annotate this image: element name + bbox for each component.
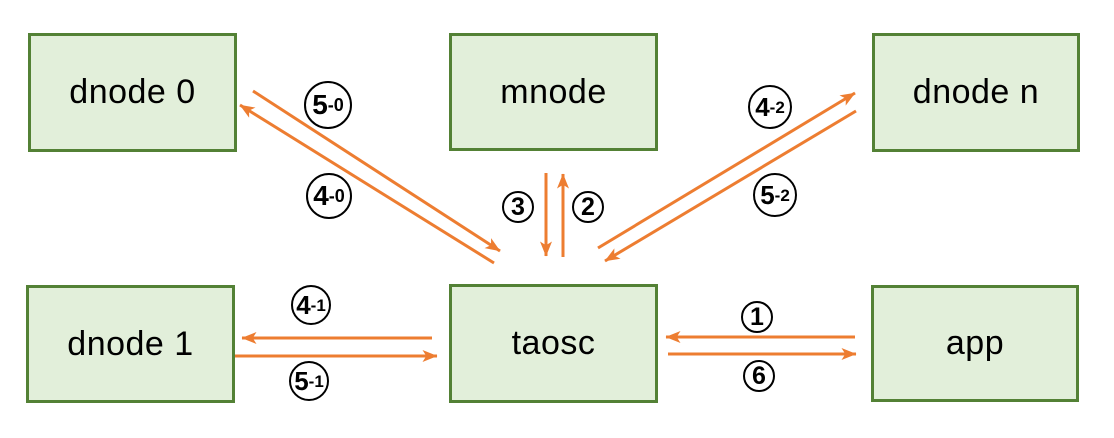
- node-dnode-1: dnode 1: [26, 285, 235, 403]
- node-dnode-n: dnode n: [872, 33, 1080, 152]
- arrow-dnoden-to-taosc: [604, 109, 857, 263]
- edge-label-5-0: 5-0: [304, 81, 352, 129]
- edge-label-4-0: 4-0: [306, 173, 352, 219]
- arrow-taosc-to-dnoden: [597, 91, 856, 250]
- node-dnode-0: dnode 0: [28, 33, 237, 152]
- node-dnode-0-label: dnode 0: [69, 73, 196, 111]
- arrow-taosc-to-dnode0: [239, 103, 495, 265]
- edge-label-6-main: 6: [752, 361, 766, 390]
- edge-label-5-1-main: 5: [294, 366, 309, 396]
- arrow-dnode0-to-taosc: [252, 89, 501, 253]
- edge-label-2: 2: [572, 191, 604, 223]
- edge-label-5-2: 5-2: [753, 173, 797, 217]
- node-taosc-label: taosc: [511, 324, 596, 362]
- edge-label-5-2-main: 5: [760, 180, 775, 210]
- node-mnode-label: mnode: [500, 72, 607, 111]
- edge-label-4-1: 4-1: [291, 285, 331, 325]
- edge-label-4-0-suffix: -0: [328, 186, 345, 206]
- edge-label-4-2: 4-2: [748, 85, 792, 129]
- node-dnode-1-label: dnode 1: [67, 324, 194, 363]
- edge-label-4-1-suffix: -1: [310, 295, 326, 315]
- node-mnode: mnode: [449, 33, 658, 151]
- edge-label-5-1-suffix: -1: [308, 371, 324, 391]
- node-app-label: app: [945, 324, 1005, 362]
- node-app: app: [871, 285, 1079, 402]
- edge-label-3-main: 3: [511, 192, 525, 221]
- edge-label-4-2-suffix: -2: [769, 97, 785, 117]
- edge-label-4-2-main: 4: [755, 92, 770, 122]
- edge-label-1: 1: [741, 301, 773, 333]
- edge-label-5-0-main: 5: [312, 89, 328, 120]
- edge-label-4-0-main: 4: [313, 180, 329, 211]
- node-dnode-n-label: dnode n: [912, 73, 1040, 111]
- edge-label-6: 6: [743, 360, 775, 392]
- edge-label-5-1: 5-1: [289, 361, 329, 401]
- edge-label-5-2-suffix: -2: [774, 185, 790, 205]
- edge-label-5-0-suffix: -0: [327, 95, 344, 115]
- edge-label-3: 3: [502, 191, 534, 223]
- edge-label-2-main: 2: [581, 192, 595, 221]
- edge-label-1-main: 1: [750, 302, 764, 331]
- edge-label-4-1-main: 4: [296, 290, 311, 320]
- node-taosc: taosc: [449, 284, 658, 403]
